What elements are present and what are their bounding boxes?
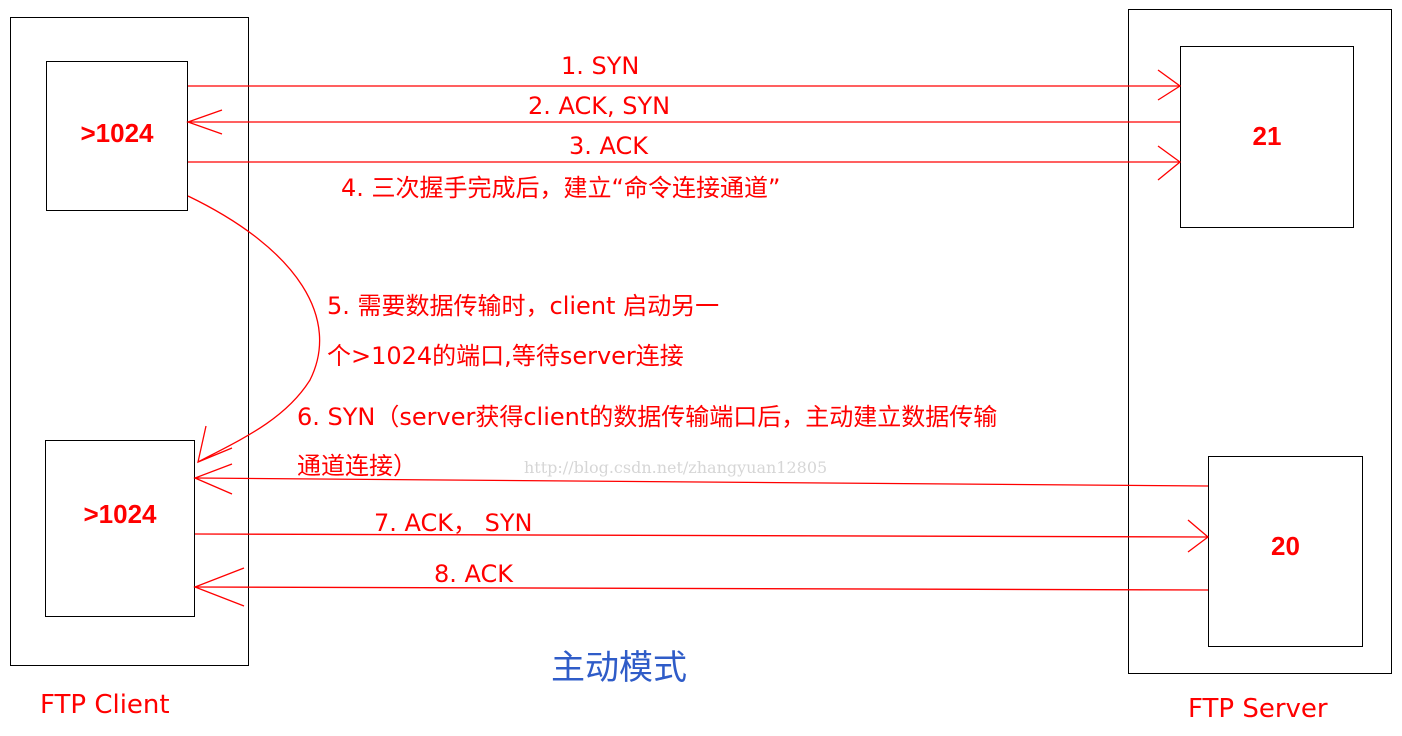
client-port-box-bottom: >1024 (45, 440, 195, 617)
step-3-label: 3. ACK (569, 132, 649, 160)
step-4-label: 4. 三次握手完成后，建立“命令连接通道” (341, 174, 781, 202)
step-1-label: 1. SYN (561, 52, 640, 80)
server-port-box-top: 21 (1180, 46, 1354, 228)
step-5-label-line2: 个>1024的端口,等待server连接 (327, 342, 684, 370)
server-port-box-bottom: 20 (1208, 456, 1363, 647)
watermark-url: http://blog.csdn.net/zhangyuan12805 (524, 458, 828, 477)
step-7-label: 7. ACK， SYN (374, 509, 533, 537)
arrow-step-8 (194, 586, 1209, 591)
client-port-bottom-label: >1024 (83, 499, 157, 529)
step-2-label: 2. ACK, SYN (528, 92, 671, 120)
server-port-bottom-label: 20 (1271, 531, 1300, 561)
step-6-label-line1: 6. SYN（server获得client的数据传输端口后，主动建立数据传输 (297, 403, 998, 431)
client-port-box-top: >1024 (46, 61, 188, 211)
step-8-label: 8. ACK (434, 560, 514, 588)
client-port-top-label: >1024 (80, 118, 154, 148)
ftp-server-label: FTP Server (1188, 694, 1328, 724)
step-5-label-line1: 5. 需要数据传输时，client 启动另一 (327, 292, 720, 320)
server-port-top-label: 21 (1252, 121, 1282, 151)
arrow-step-7 (194, 533, 1209, 538)
ftp-server-frame (1128, 9, 1392, 674)
ftp-client-label: FTP Client (40, 690, 170, 720)
step-6-label-line2: 通道连接） (297, 452, 417, 480)
diagram-caption: 主动模式 (551, 648, 687, 688)
